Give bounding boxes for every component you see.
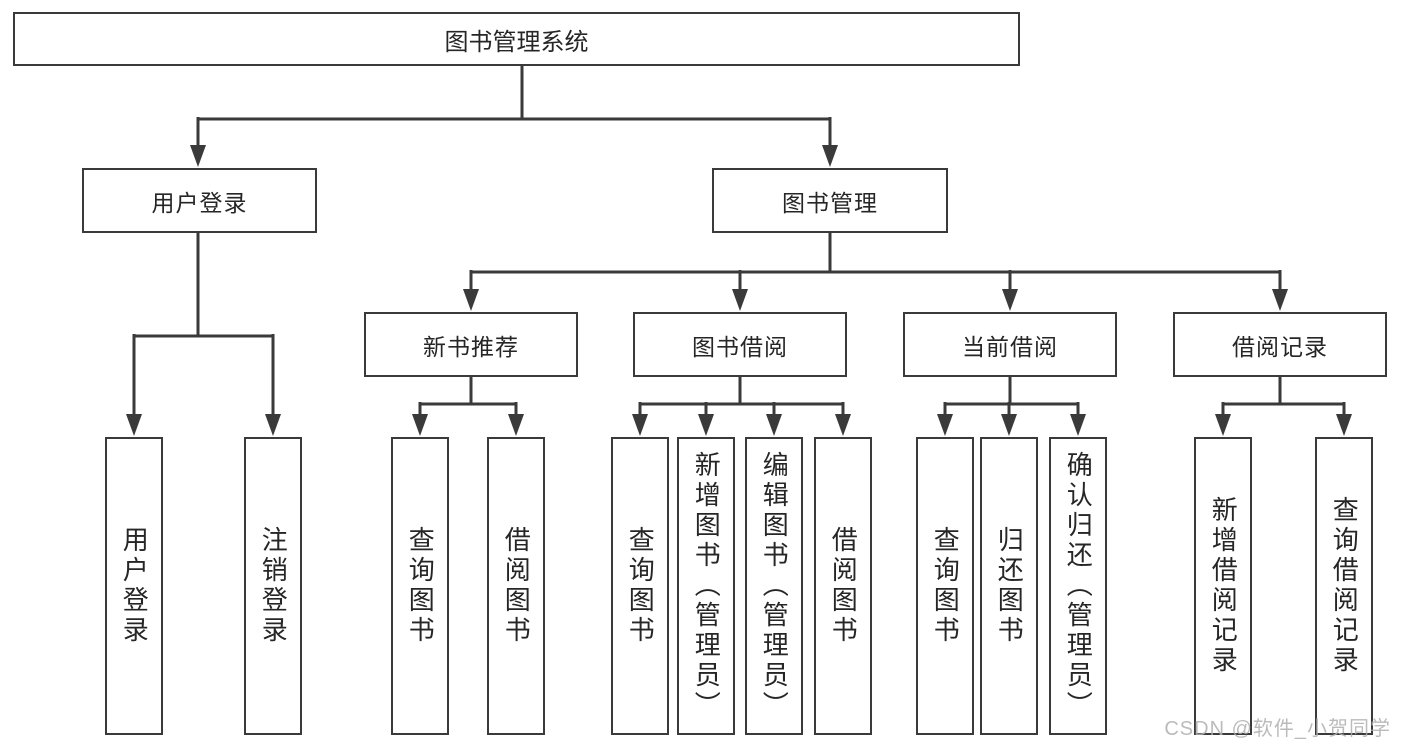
arrowhead — [463, 289, 479, 311]
arrowhead — [1215, 414, 1231, 436]
connector-book-borrowing-to-leaves — [632, 377, 851, 436]
node-borrow-books: 借阅图书 — [487, 437, 545, 735]
connector-borrowing-records-to-leaves — [1215, 377, 1352, 436]
arrowhead — [412, 414, 428, 436]
connector-current-borrowing-to-leaves — [937, 377, 1086, 436]
arrowhead — [732, 289, 748, 311]
node-label: 新增借阅记录 — [1208, 496, 1239, 676]
node-label: 用户登录 — [119, 526, 150, 646]
node-query-books-2: 查询图书 — [611, 437, 669, 735]
node-label: 借阅记录 — [1232, 333, 1328, 360]
arrowhead — [265, 414, 281, 436]
arrowhead — [766, 414, 782, 436]
node-query-books-3: 查询图书 — [916, 437, 974, 735]
node-label: 借阅图书 — [501, 526, 532, 646]
node-borrowing-records: 借阅记录 — [1173, 312, 1387, 377]
node-label: 图书管理 — [782, 189, 878, 216]
connector-new-book-recommendation-to-leaves — [412, 377, 524, 436]
arrowhead — [1002, 289, 1018, 311]
arrowhead — [126, 414, 142, 436]
node-label: 查询图书 — [930, 526, 961, 646]
node-label: 新增图书（管理员） — [691, 451, 722, 721]
node-add-borrowing-record: 新增借阅记录 — [1194, 437, 1252, 735]
node-label: 图书借阅 — [692, 333, 788, 360]
node-label: 当前借阅 — [962, 333, 1058, 360]
arrowhead — [1272, 289, 1288, 311]
arrowhead — [822, 145, 838, 167]
node-user-login-leaf: 用户登录 — [105, 437, 163, 735]
node-label: 注销登录 — [258, 526, 289, 646]
node-logout: 注销登录 — [244, 437, 302, 735]
node-current-borrowing: 当前借阅 — [903, 312, 1117, 377]
node-add-book-admin: 新增图书（管理员） — [677, 437, 735, 735]
node-label: 新书推荐 — [423, 333, 519, 360]
node-query-books: 查询图书 — [391, 437, 449, 735]
node-label: 确认归还（管理员） — [1063, 451, 1094, 721]
connector-user-login-to-leaves — [126, 233, 281, 436]
connector-book-management-to-level3 — [463, 233, 1288, 311]
arrowhead — [937, 414, 953, 436]
node-query-borrowing-record: 查询借阅记录 — [1315, 437, 1373, 735]
node-return-book: 归还图书 — [980, 437, 1038, 735]
arrowhead — [190, 145, 206, 167]
node-label: 用户登录 — [151, 189, 248, 216]
node-book-management: 图书管理 — [712, 168, 948, 233]
node-edit-book-admin: 编辑图书（管理员） — [745, 437, 803, 735]
arrowhead — [1001, 414, 1017, 436]
node-label: 查询借阅记录 — [1329, 496, 1360, 676]
node-confirm-return-admin: 确认归还（管理员） — [1049, 437, 1107, 735]
arrowhead — [835, 414, 851, 436]
node-label: 借阅图书 — [828, 526, 859, 646]
node-library-management-system: 图书管理系统 — [13, 12, 1020, 66]
connector-root-to-level2 — [190, 66, 838, 167]
node-borrow-books-2: 借阅图书 — [814, 437, 872, 735]
node-book-borrowing: 图书借阅 — [633, 312, 847, 377]
node-label: 查询图书 — [405, 526, 436, 646]
node-new-book-recommendation: 新书推荐 — [364, 312, 578, 377]
node-label: 图书管理系统 — [444, 28, 589, 56]
arrowhead — [632, 414, 648, 436]
arrowhead — [698, 414, 714, 436]
node-label: 编辑图书（管理员） — [759, 451, 790, 721]
arrowhead — [1336, 414, 1352, 436]
arrowhead — [1070, 414, 1086, 436]
node-label: 归还图书 — [994, 526, 1025, 646]
node-user-login: 用户登录 — [82, 168, 317, 233]
watermark: CSDN @软件_小贺同学 — [1164, 718, 1391, 740]
arrowhead — [508, 414, 524, 436]
node-label: 查询图书 — [625, 526, 656, 646]
